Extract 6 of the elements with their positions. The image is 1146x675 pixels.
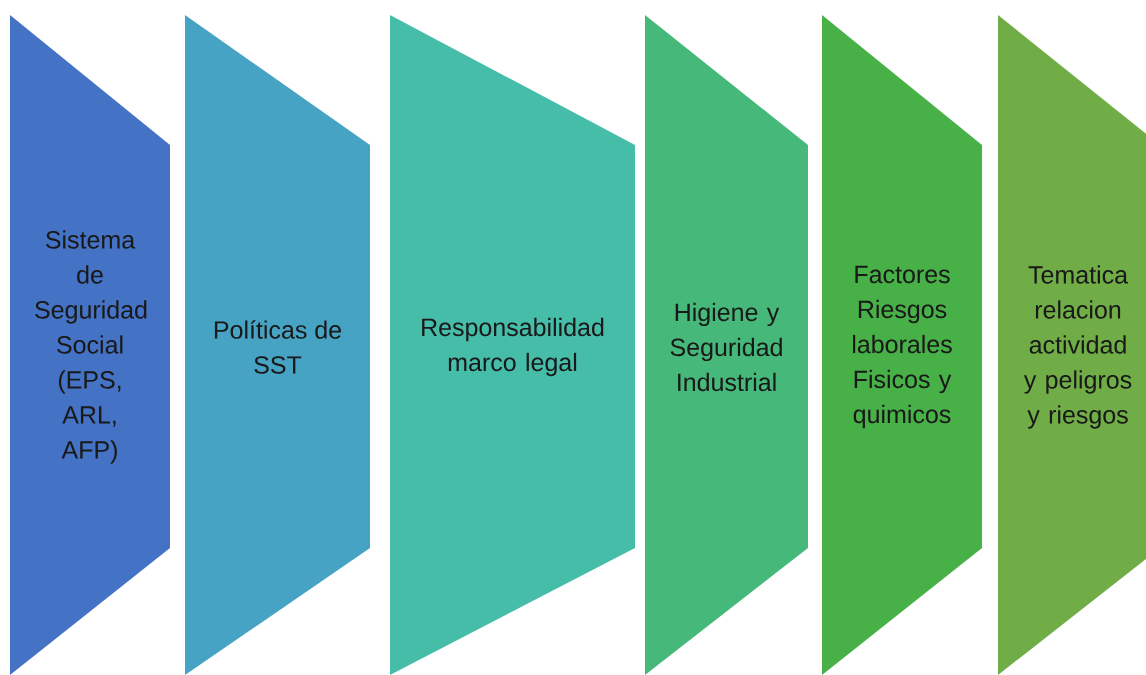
trapezoid-panel: Responsabilidad marco legal bbox=[390, 15, 635, 675]
trapezoid-panel: Higiene y Seguridad Industrial bbox=[645, 15, 808, 675]
trapezoid-panel: Factores Riesgos laborales Fisicos y quimicos bbox=[822, 15, 982, 675]
trapezoid-panel: Tematica relacion actividad y peligros y riesgos bbox=[998, 15, 1146, 675]
trapezoid-panel: Políticas de SST bbox=[185, 15, 370, 675]
trapezoid-panel: Sistema de Seguridad Social (EPS, ARL, AFP) bbox=[10, 15, 170, 675]
